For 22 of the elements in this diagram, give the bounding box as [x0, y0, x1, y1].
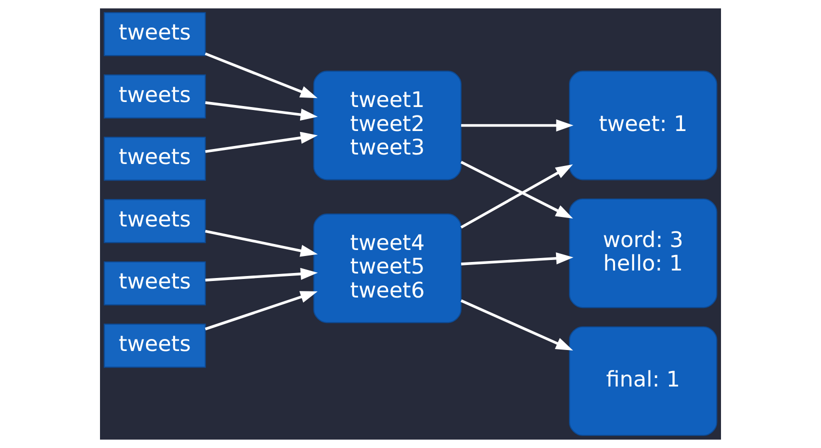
arrow — [205, 132, 318, 153]
arrow — [460, 164, 573, 229]
arrow — [205, 230, 318, 257]
node-box: tweets — [104, 74, 206, 118]
node-box: final: 1 — [568, 326, 718, 436]
node-box: tweets — [104, 199, 206, 244]
node-box: tweet1 tweet2 tweet3 — [313, 70, 462, 180]
node-box: tweets — [104, 324, 206, 368]
arrow — [461, 119, 574, 132]
node-box: tweets — [104, 261, 206, 306]
arrow — [460, 299, 574, 350]
node-box: tweets — [104, 136, 206, 181]
arrow — [205, 101, 318, 121]
arrow — [204, 52, 318, 98]
arrow — [205, 268, 318, 282]
node-box: tweets — [104, 12, 206, 56]
arrow — [460, 160, 573, 218]
arrow — [461, 252, 574, 266]
arrow — [204, 291, 318, 330]
node-box: word: 3 hello: 1 — [568, 198, 718, 308]
node-box: tweet: 1 — [568, 70, 718, 180]
node-box: tweet4 tweet5 tweet6 — [313, 214, 462, 324]
